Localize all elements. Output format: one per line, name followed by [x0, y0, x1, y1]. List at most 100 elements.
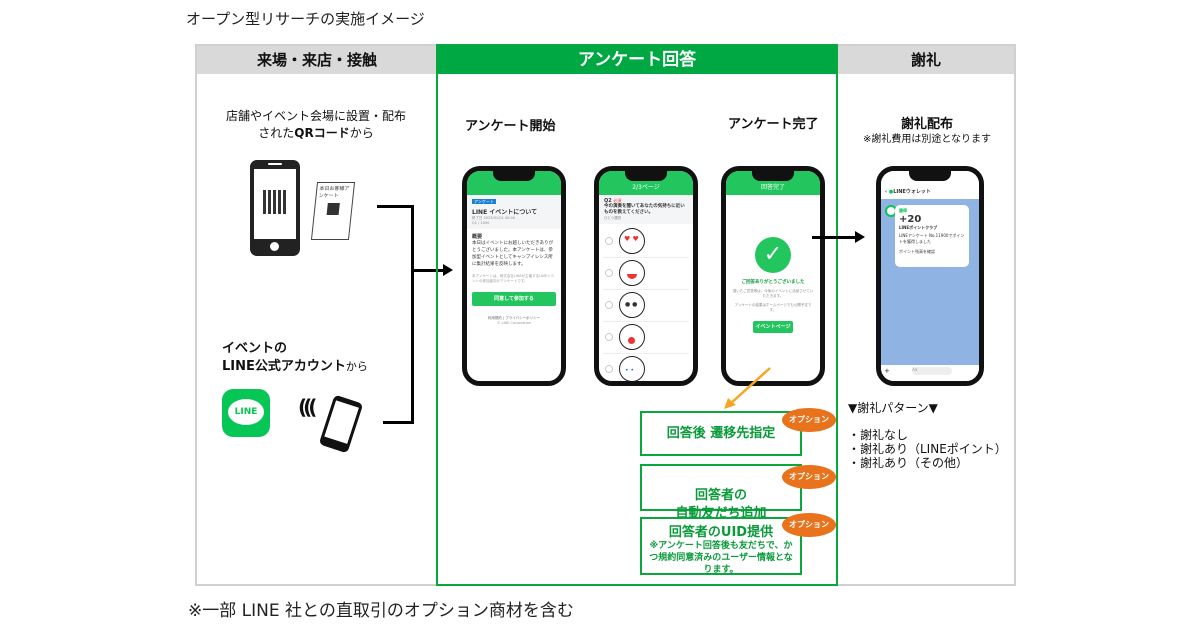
qr-bold: QRコード [294, 126, 350, 140]
surprised-emoji-icon [619, 324, 645, 350]
survey-meta1: 終了日 2023/01/01 00:00 [472, 216, 515, 220]
event-page-button[interactable]: イベントページ [753, 321, 793, 333]
qr-source-line2: されたQRコードから [198, 125, 434, 142]
radio-button[interactable] [605, 269, 613, 277]
reward-label: 謝礼配布 [900, 117, 953, 132]
reward-pattern-item: ・謝礼なし [848, 428, 909, 442]
reward-note: ※謝礼費用は別途となります [862, 134, 992, 145]
account-bold: LINE公式アカウント [222, 359, 346, 374]
question-number: Q2 [604, 198, 612, 204]
survey-end-label: アンケート完了 [728, 117, 819, 132]
column-reward: 謝礼 [838, 44, 1016, 586]
radio-button[interactable] [605, 333, 613, 341]
chat-title: ‹ ●LINEウォレット [885, 189, 931, 195]
phone-screen: ✓ ご回答ありがとうございました 頂いたご意見等は、今後のイベントに活用させてい… [726, 195, 820, 381]
arrow-right-icon [855, 231, 865, 243]
account-line2: LINE公式アカウントから [222, 358, 368, 376]
crying-emoji-icon: • • [619, 356, 645, 381]
phone-screen: Q2 必須 今の演奏を聞いてあなたの気持ちに近いものを教えてください。 ひとつ選… [599, 195, 693, 381]
qr-suffix: から [349, 126, 374, 140]
column-header-reward: 謝礼 [838, 46, 1014, 74]
answer-option[interactable]: ♥ ♥ [603, 226, 689, 258]
survey-section: 概要 [472, 234, 483, 240]
arrow-right-icon [443, 264, 453, 276]
tent-card-text: 本日お客様アンケート [318, 186, 350, 199]
option-badge: オプション [782, 408, 836, 432]
answer-option[interactable]: ● ● [603, 290, 689, 322]
option-redirect-title: 回答後 遷移先指定 [666, 426, 776, 441]
answer-option[interactable]: • • [603, 354, 689, 381]
laughing-emoji-icon [619, 260, 645, 286]
reward-pattern-item: ・謝礼あり（その他） [848, 456, 969, 470]
agree-participate-button[interactable]: 同意して参加する [472, 292, 556, 306]
radio-button[interactable] [605, 365, 613, 373]
tent-card-icon: 本日お客様アンケート [310, 182, 356, 240]
account-suffix: から [345, 360, 368, 373]
phone-screen: アンケート LINE イベントについて 終了日 2023/01/01 00:00… [467, 195, 561, 381]
phone-survey-question: 2/3ページ Q2 必須 今の演奏を聞いてあなたの気持ちに近いものを教えてくださ… [594, 166, 698, 386]
qr-prefix: された [258, 126, 295, 140]
page-title: オープン型リサーチの実施イメージ [186, 10, 425, 28]
connector-top [377, 205, 413, 208]
smartphone-qr-icon [250, 160, 300, 256]
terms-link[interactable]: 利用規約 [487, 316, 502, 320]
survey-links: 利用規約 | プライバシーポリシー [487, 316, 541, 320]
neutral-emoji-icon: ● ● [619, 292, 645, 318]
points-tag: 獲得 [899, 208, 907, 213]
option-uid: 回答者のUID提供 ※アンケート回答後も友だちで、かつ規約同意済みのユーザー情報… [640, 517, 802, 575]
answer-options: ♥ ♥ ● ● • • [599, 224, 693, 381]
question-hint: ひとつ選択 [604, 216, 622, 220]
answer-option[interactable] [603, 258, 689, 290]
reward-pattern-item: ・謝礼あり（LINEポイント） [848, 442, 1007, 456]
phone-notch [909, 171, 951, 181]
phone-survey-complete: 回答完了 ✓ ご回答ありがとうございました 頂いたご意見等は、今後のイベントに活… [721, 166, 825, 386]
footnote: ※一部 LINE 社との直取引のオプション商材を含む [188, 601, 574, 621]
question-text: 今の演奏を聞いてあなたの気持ちに近いものを教えてください。 [604, 204, 685, 215]
chat-screen: ‹ ●LINEウォレット 獲得 +20 LINEポイントクラブ LINEアンケー… [881, 171, 979, 381]
connector-to-reward [812, 236, 856, 239]
option-badge: オプション [782, 465, 836, 489]
column-contact: 来場・来店・接触 [195, 44, 437, 586]
column-survey: アンケート回答 [436, 44, 838, 586]
points-balance-link[interactable]: ポイント残高を確認 [899, 249, 935, 254]
radio-button[interactable] [605, 301, 613, 309]
radio-button[interactable] [605, 237, 613, 245]
option-auto-friend: 回答者の 自動友だち追加 [640, 464, 802, 521]
column-header-contact: 来場・来店・接触 [197, 46, 437, 74]
phone-reward: ‹ ●LINEウォレット 獲得 +20 LINEポイントクラブ LINEアンケー… [876, 166, 984, 386]
survey-heading: LINE イベントについて [472, 209, 538, 216]
chat-input[interactable]: Aa [912, 367, 953, 375]
points-message: LINEアンケート No.11900でポイントを獲得しました [899, 233, 965, 244]
connector-arrow-shaft [411, 269, 445, 272]
wireless-waves-icon: ((( [298, 395, 318, 419]
account-line1: イベントの [222, 341, 288, 356]
complete-body: 頂いたご意見等は、今後のイベントに活用させていただきます。 [732, 289, 814, 298]
complete-body2: アンケートの結果はホームページでも公開予定です。 [734, 303, 812, 312]
reward-pattern-title: ▼謝礼パターン▼ [848, 401, 938, 415]
answer-option[interactable] [603, 322, 689, 354]
points-value: +20 [899, 214, 922, 225]
survey-meta2: Q1 / 1000 [472, 221, 490, 225]
survey-body: 本日はイベントにお越しいただきありがとうございました。本アンケートは、参加型イベ… [472, 241, 553, 267]
line-app-icon: LINE [222, 389, 270, 437]
orange-arrow-icon [724, 367, 771, 409]
option-badge: オプション [782, 513, 836, 537]
option-redirect: 回答後 遷移先指定 [640, 411, 802, 456]
points-club: LINEポイントクラブ [899, 225, 938, 230]
thanks-text: ご回答ありがとうございました [741, 280, 805, 285]
phone-survey-start: アンケート LINE イベントについて 終了日 2023/01/01 00:00… [462, 166, 566, 386]
connector-bottom [383, 421, 414, 424]
phone-notch [493, 171, 535, 181]
phone-notch [752, 171, 794, 181]
survey-badge: アンケート [472, 199, 496, 204]
account-source-label: イベントの LINE公式アカウントから [222, 340, 368, 376]
copyright: © LINE Corporation [496, 321, 532, 325]
column-header-survey: アンケート回答 [438, 46, 836, 74]
qr-source-label: 店舗やイベント会場に設置・配布 されたQRコードから [198, 108, 434, 142]
question-head: Q2 必須 今の演奏を聞いてあなたの気持ちに近いものを教えてください。 ひとつ選… [599, 195, 693, 224]
option-uid-note: ※アンケート回答後も友だちで、かつ規約同意済みのユーザー情報となります。 [649, 541, 793, 575]
check-circle-icon: ✓ [755, 237, 791, 273]
plus-icon[interactable]: + [884, 367, 890, 375]
privacy-link[interactable]: プライバシーポリシー [505, 316, 541, 320]
points-card: 獲得 +20 LINEポイントクラブ LINEアンケート No.11900でポイ… [895, 205, 969, 267]
